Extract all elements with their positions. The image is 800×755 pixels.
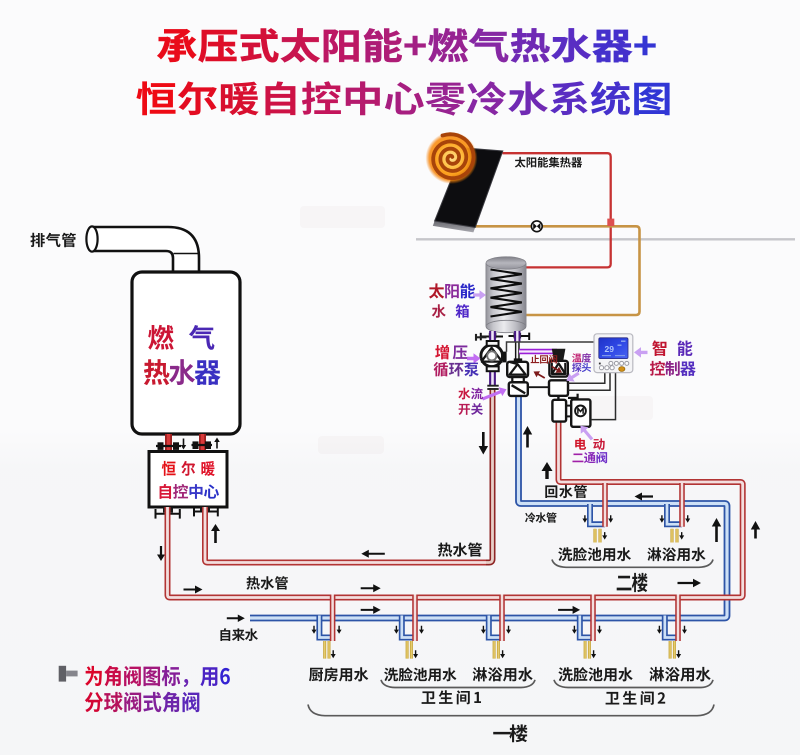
svg-text:29: 29 — [605, 344, 615, 354]
